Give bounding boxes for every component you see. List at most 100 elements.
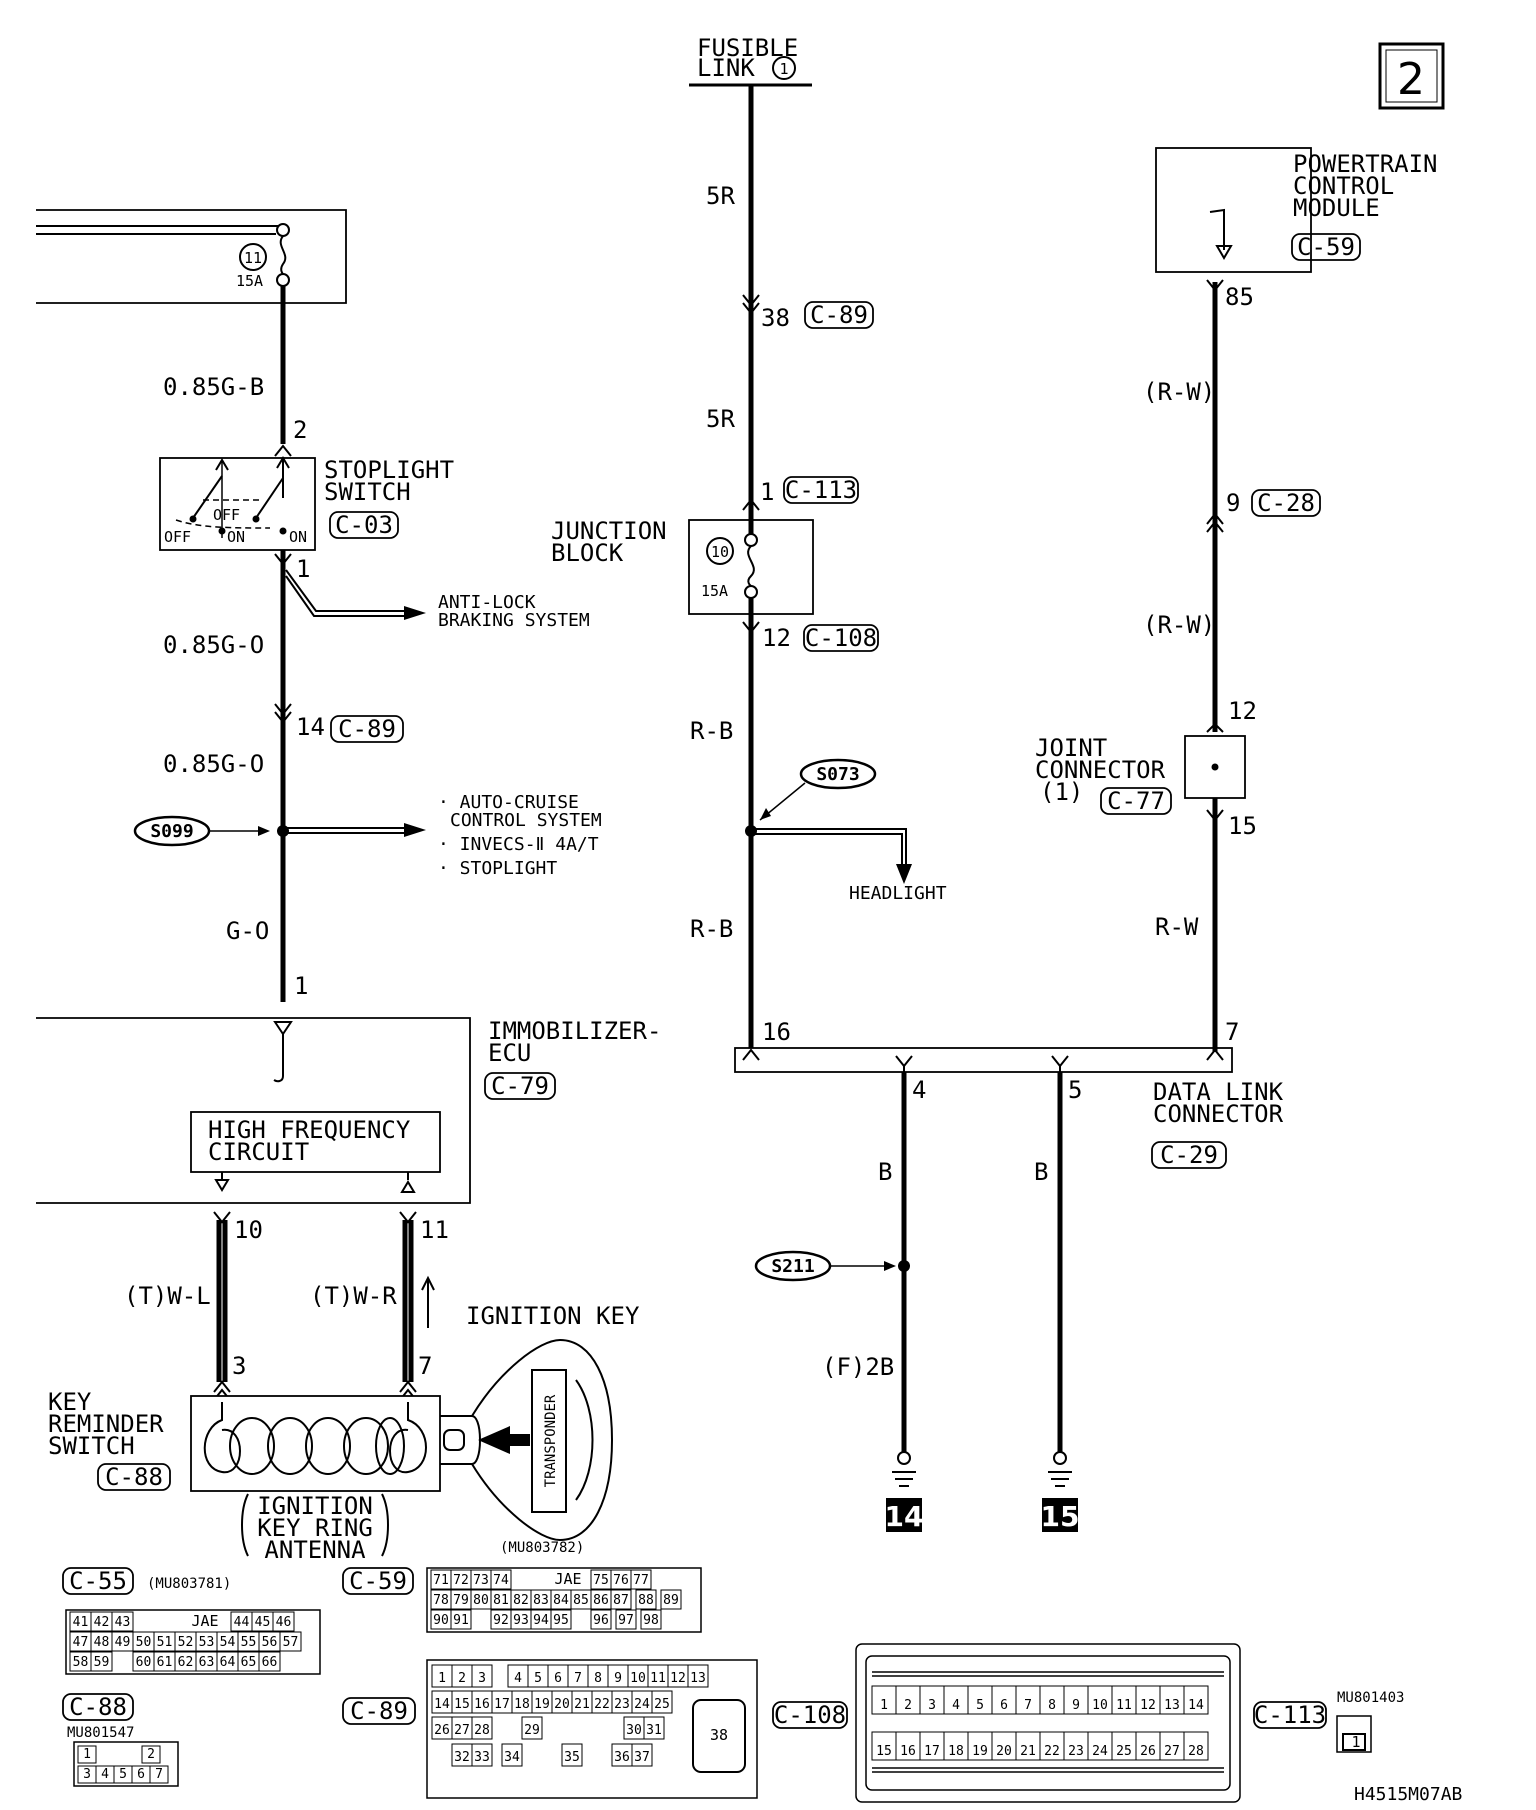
wire-label-5r-top: 5R — [706, 182, 735, 210]
c89-pin-cell — [651, 1690, 673, 1714]
connector-mark-c89-38 — [742, 294, 760, 315]
c89-pin-label: 12 — [670, 1671, 686, 1686]
fuse10-terminal-bottom — [744, 585, 758, 599]
c108-pin-label: 1 — [880, 1698, 888, 1713]
ref-c77: C-77 — [1107, 787, 1165, 815]
c89-pin-label: 22 — [594, 1697, 610, 1712]
stoplight-contact-right-arrow — [276, 456, 290, 469]
c55-maker: JAE — [191, 1612, 218, 1630]
c55-pin-label: 66 — [262, 1655, 278, 1670]
c89-big-cell — [692, 1699, 746, 1773]
c89-pin-label: 14 — [434, 1697, 450, 1712]
c108-pin-label: 23 — [1068, 1744, 1084, 1759]
c88-pin-label: 7 — [155, 1767, 163, 1782]
c89-pin-label: 2 — [458, 1671, 466, 1686]
c108-pin-cell — [1183, 1685, 1209, 1715]
ground-14: 14 — [885, 1451, 924, 1533]
c59-pin-cell — [610, 1589, 632, 1610]
c108-pin-label: 4 — [952, 1698, 960, 1713]
splice-s073-dot — [745, 825, 757, 837]
c89-big: 38 — [710, 1726, 728, 1744]
pin-3: 3 — [232, 1352, 246, 1380]
c89-pin-label: 5 — [534, 1671, 542, 1686]
c59-pin-cell — [660, 1589, 682, 1610]
c55-pin-label: 62 — [178, 1655, 194, 1670]
dest-abs-1: ANTI-LOCK — [438, 592, 536, 613]
c108-pin-label: 2 — [904, 1698, 912, 1713]
c59-pin-label: 97 — [618, 1613, 634, 1628]
antenna-line1: IGNITION — [257, 1492, 373, 1520]
pin-85: 85 — [1225, 283, 1254, 311]
pin-10: 10 — [234, 1216, 263, 1244]
pin-16: 16 — [762, 1018, 791, 1046]
c89-pin-label: 10 — [630, 1671, 646, 1686]
c59-pin-label: 77 — [633, 1573, 649, 1588]
fuse11-terminal-bottom — [276, 273, 290, 287]
transponder-arrow — [478, 1426, 530, 1454]
fuse-panel — [36, 209, 347, 304]
c59-pin-label: 71 — [433, 1573, 449, 1588]
c108-pin-cell — [943, 1731, 969, 1761]
c89-pin-label: 37 — [634, 1750, 650, 1765]
c108-pin-cell — [943, 1685, 969, 1715]
c108-pin-cell — [1111, 1731, 1137, 1761]
c113-part: MU801403 — [1337, 1690, 1404, 1706]
dest-cruise-4: · STOPLIGHT — [438, 858, 557, 879]
stoplight-pivot-left — [189, 515, 197, 523]
c55-pin-label: 65 — [241, 1655, 257, 1670]
c88-pin-label: 1 — [83, 1747, 91, 1762]
splice-s073-tag — [799, 758, 877, 790]
key-reminder-line1: KEY — [48, 1388, 92, 1416]
c89-pin-label: 29 — [524, 1723, 540, 1738]
c59-pin-label: 81 — [493, 1593, 509, 1608]
stoplight-off-2: OFF — [213, 506, 240, 524]
c89-pin-label: 21 — [574, 1697, 590, 1712]
ground-14-number: 14 — [885, 1500, 924, 1533]
c89-view-ref: C-89 — [350, 1697, 408, 1725]
c59-pin-label: 72 — [453, 1573, 469, 1588]
c59-pin-label: 98 — [643, 1613, 659, 1628]
c55-pin-label: 64 — [220, 1655, 236, 1670]
key-reminder-line2: REMINDER — [48, 1410, 164, 1438]
c59-pin-label: 83 — [533, 1593, 549, 1608]
ref-box-c28 — [1251, 489, 1321, 517]
figure-code: H4515M07AB — [1354, 1784, 1462, 1805]
c108-pin-cell — [1159, 1685, 1185, 1715]
ref-c59: C-59 — [1297, 233, 1355, 261]
page-number: 2 — [1397, 54, 1425, 105]
c59-pin-cell — [615, 1609, 637, 1630]
powertrain-control-module — [1155, 147, 1312, 273]
c55-pin-label: 52 — [178, 1635, 194, 1650]
dlc-pin5-mark — [1051, 1055, 1069, 1072]
wire-label-b-5: B — [1034, 1158, 1048, 1186]
stoplight-contact-left-arrow — [215, 458, 229, 471]
c108-view-ref: C-108 — [774, 1701, 846, 1729]
c59-pin-label: 93 — [513, 1613, 529, 1628]
c59-pin-label: 88 — [638, 1593, 654, 1608]
ref-c113: C-113 — [785, 476, 857, 504]
pin-7-key: 7 — [418, 1352, 432, 1380]
dlc-line1: DATA LINK — [1153, 1078, 1284, 1106]
fusible-link-number: 1 — [779, 60, 788, 78]
splice-s073-arrowhead — [760, 808, 771, 820]
fuse11-rating: 15A — [236, 272, 263, 290]
wire-label-twr: (T)W-R — [310, 1282, 397, 1310]
c89-pin-label: 23 — [614, 1697, 630, 1712]
c59-pin-label: 79 — [453, 1593, 469, 1608]
c108-pin-label: 26 — [1140, 1744, 1156, 1759]
transponder-chip — [531, 1369, 567, 1513]
headlight-arrowhead — [896, 864, 912, 884]
c59-pin-cell — [490, 1569, 512, 1590]
c59-pin-cell — [630, 1569, 652, 1590]
c108-pin-label: 28 — [1188, 1744, 1204, 1759]
stoplight-pivot-mid — [218, 527, 226, 535]
c108-pin-cell — [1087, 1731, 1113, 1761]
c59-pin-label: 84 — [553, 1593, 569, 1608]
c59-pin-label: 76 — [613, 1573, 629, 1588]
c88-pin-cell — [77, 1745, 97, 1764]
connector-mark-c108-12 — [742, 621, 760, 634]
